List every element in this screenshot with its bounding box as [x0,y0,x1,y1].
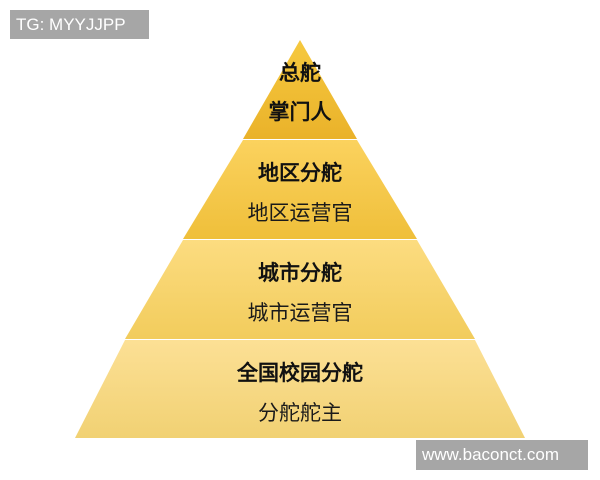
tier-2-subtitle: 地区运营官 [247,201,353,225]
tier-1-subtitle: 掌门人 [268,100,332,124]
tier-4-subtitle: 分舵舵主 [258,401,342,425]
pyramid-tier-2 [183,140,417,239]
pyramid-tier-4 [75,340,525,438]
pyramid-tier-3 [125,240,475,339]
tier-1-title: 总舵 [279,61,321,85]
pyramid-tier-1 [243,40,357,139]
tier-3-title: 城市分舵 [258,261,342,285]
tier-4-title: 全国校园分舵 [237,361,363,385]
tier-2-title: 地区分舵 [258,161,342,185]
tier-3-subtitle: 城市运营官 [247,301,353,325]
watermark-top-left: TG: MYYJJPP [10,10,149,39]
watermark-bottom-right: www.baconct.com [416,440,588,470]
